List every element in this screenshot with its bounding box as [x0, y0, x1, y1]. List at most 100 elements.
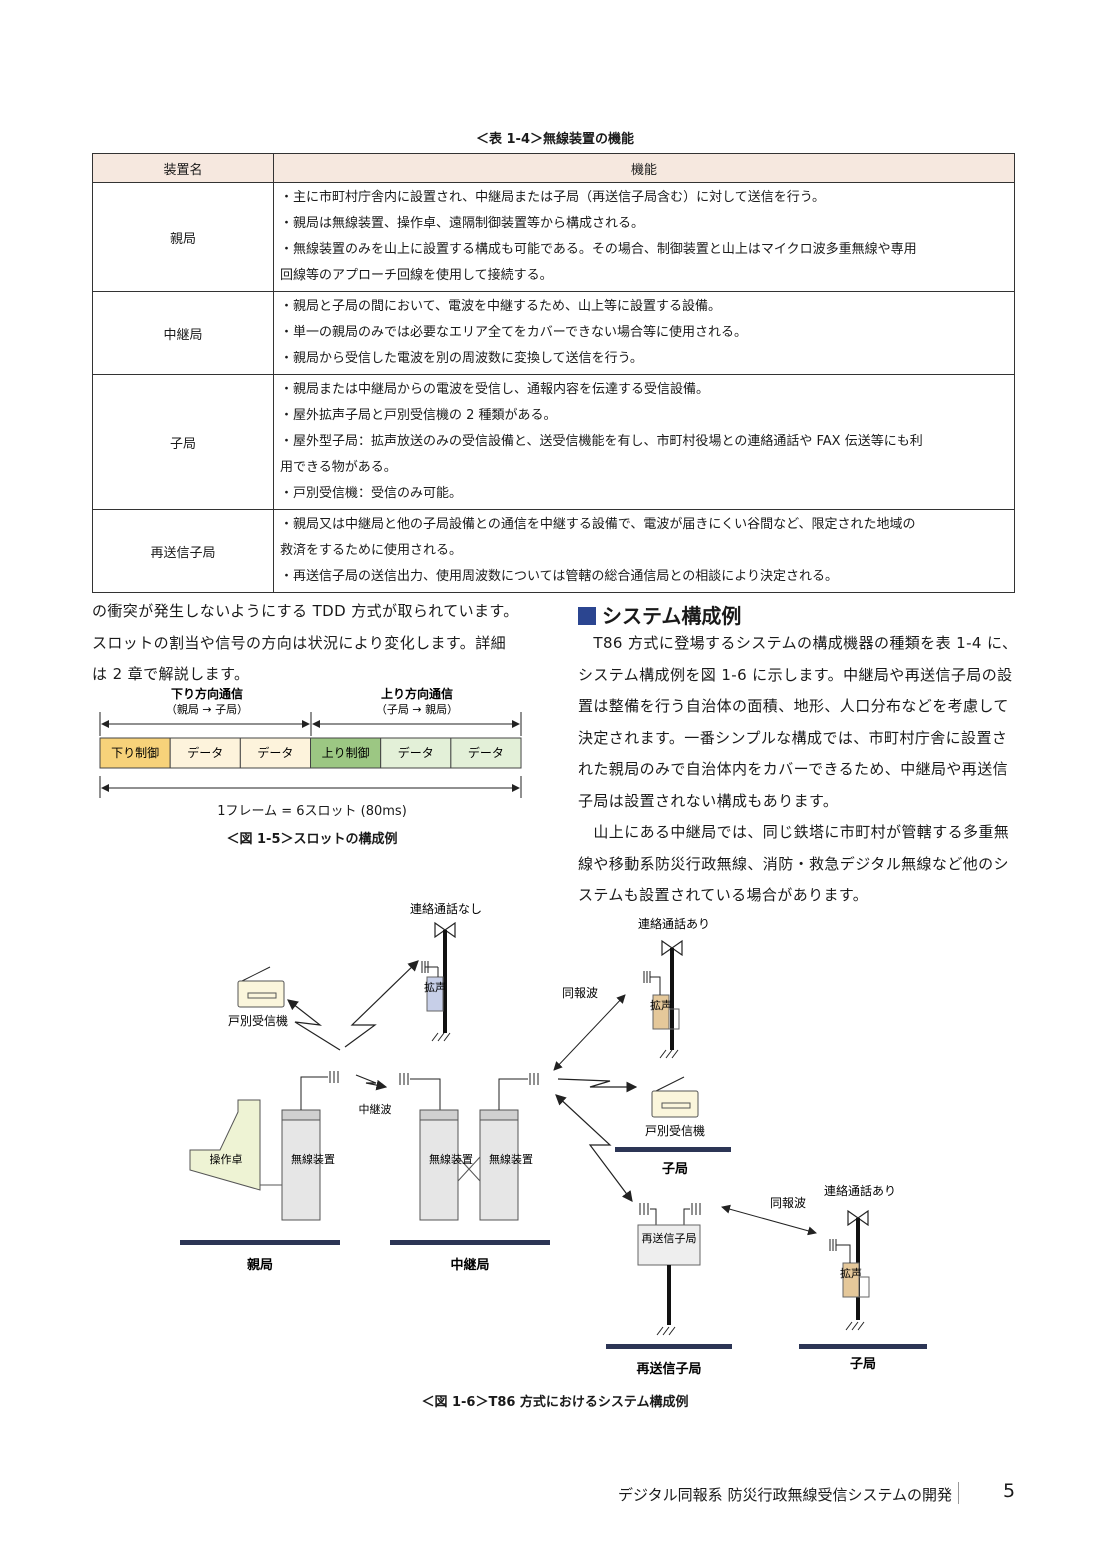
function-table: 装置名 機能 親局 ・主に市町村庁舎内に設置され、中継局または子局（再送信子局含… [92, 153, 1015, 593]
right-column-text: T86 方式に登場するシステムの構成機器の種類を表 1-4 に、システム構成例を… [578, 628, 1018, 912]
table-cell-desc: ・親局または中継局からの電波を受信し、通報内容を伝達する受信設備。 ・屋外拡声子… [273, 374, 1015, 510]
desc-line: ・親局または中継局からの電波を受信し、通報内容を伝達する受信設備。 [280, 382, 710, 397]
slot-cell [239, 737, 312, 769]
table-cell-name: 再送信子局 [92, 509, 274, 593]
slot-structure-figure: 下り方向通信 （親局 → 子局） 上り方向通信 （子局 → 親局） 下り制御 デー… [99, 686, 522, 798]
slot-cell [450, 737, 522, 769]
footer-title: デジタル同報系 防災行政無線受信システムの開発 [617, 1486, 952, 1504]
heading-text: システム構成例 [602, 604, 742, 628]
douhou-label-top: 同報波 [562, 986, 598, 1000]
slot-label: 下り制御 [111, 745, 159, 760]
chukei-wave-label: 中継波 [359, 1102, 392, 1116]
speaker-icon [847, 1209, 869, 1227]
desc-line: ・再送信子局の送信出力、使用周波数については管轄の総合通信局との相談により決定さ… [280, 569, 838, 584]
relay-speaker-tower: 連絡通話なし 拡声 [410, 901, 482, 1042]
text-line: スロットの割当や信号の方向は状況により変化します。詳細 [92, 633, 507, 652]
renraku-nashi-label: 連絡通話なし [410, 901, 482, 916]
text-line: は 2 章で解説します。 [92, 665, 250, 683]
slot-label: データ [398, 745, 434, 760]
page-number: 5 [1003, 1480, 1016, 1502]
desc-line: 用できる物がある。 [280, 460, 397, 475]
desc-line: ・親局と子局の間において、電波を中継するため、山上等に設置する設備。 [280, 299, 721, 314]
table-cell-name: 子局 [92, 374, 274, 510]
table-header-name: 装置名 [92, 153, 274, 183]
table-caption: ＜表 1-4＞無線装置の機能 [475, 132, 634, 147]
household-receiver-right: 戸別受信機 子局 [615, 1076, 731, 1177]
section-heading: システム構成例 [578, 600, 741, 629]
musen-label: 無線装置 [291, 1152, 335, 1166]
up-title: 上り方向通信 [381, 686, 453, 701]
slot-row: 下り制御 データ データ 上り制御 データ データ [99, 737, 522, 769]
left-column-text: の衝突が発生しないようにする TDD 方式が取られています。 スロットの割当や信… [92, 596, 537, 691]
table-cell-desc: ・主に市町村庁舎内に設置され、中継局または子局（再送信子局含む）に対して送信を行… [273, 182, 1015, 292]
child-station-bottom: 連絡通話あり 拡声 子局 [799, 1183, 927, 1372]
radio-icon [651, 1090, 699, 1118]
kokyoku-label-top: 子局 [662, 1162, 688, 1177]
slot-label: データ [187, 745, 223, 760]
household-receiver-left: 戸別受信機 [228, 966, 288, 1028]
loudspeaker-box [426, 976, 444, 1012]
saisoushin-box-label: 再送信子局 [642, 1231, 697, 1245]
table-cell-name: 中継局 [92, 291, 274, 375]
desc-line: 回線等のアプローチ回線を使用して接続する。 [280, 268, 553, 283]
desc-line: ・単一の親局のみでは必要なエリア全てをカバーできない場合等に使用される。 [280, 325, 747, 340]
renraku-ari-label: 連絡通話あり [638, 916, 710, 931]
musen-label-relay-a: 無線装置 [429, 1152, 473, 1166]
table-header-function: 機能 [273, 153, 1015, 183]
up-subtitle: （子局 → 親局） [376, 703, 458, 716]
speaker-icon [434, 921, 456, 939]
paragraph: 山上にある中継局では、同じ鉄塔に市町村が管轄する多重無線や移動系防災行政無線、消… [578, 823, 1010, 904]
radio-icon [237, 980, 285, 1008]
frame-label: 1フレーム = 6スロット (80ms) [217, 804, 407, 819]
slot-label: データ [257, 745, 293, 760]
slot-cell [169, 737, 241, 769]
down-subtitle: （親局 → 子局） [166, 703, 248, 716]
saisoushin-label: 再送信子局 [636, 1361, 701, 1377]
child-station-top: 連絡通話あり 拡声 [638, 916, 710, 1059]
kokyoku-label-bottom: 子局 [850, 1357, 876, 1372]
console-shape [189, 1099, 261, 1191]
desc-line: ・戸別受信機：受信のみ可能。 [280, 486, 463, 501]
desc-line: ・親局は無線装置、操作卓、遠隔制御装置等から構成される。 [280, 216, 645, 231]
retransmission-station: 再送信子局 再送信子局 [606, 1203, 732, 1377]
footer-divider [958, 1482, 959, 1504]
system-diagram: 連絡通話なし 拡声 戸別受信機 操作卓 無線装置 親局 中継波 [180, 901, 927, 1377]
chukeikyoku-label: 中継局 [450, 1257, 489, 1273]
slot-cell [380, 737, 452, 769]
desc-line: ・屋外型子局：拡声放送のみの受信設備と、送受信機能を有し、市町村役場との連絡通話… [280, 434, 923, 449]
table-row: 中継局 ・親局と子局の間において、電波を中継するため、山上等に設置する設備。 ・… [92, 291, 1015, 375]
fig16-caption: ＜図 1-6＞T86 方式におけるシステム構成例 [421, 1395, 689, 1410]
sousa-label: 操作卓 [210, 1152, 243, 1166]
paragraph: T86 方式に登場するシステムの構成機器の種類を表 1-4 に、システム構成例を… [578, 634, 1018, 810]
kakusei-label-top: 拡声 [650, 998, 672, 1012]
desc-line: ・親局又は中継局と他の子局設備との通信を中継する設備で、電波が届きにくい谷間など… [280, 517, 916, 532]
table-cell-name: 親局 [92, 182, 274, 292]
down-title: 下り方向通信 [171, 686, 243, 701]
table-cell-desc: ・親局又は中継局と他の子局設備との通信を中継する設備で、電波が届きにくい谷間など… [273, 509, 1015, 593]
relay-station: 無線装置 無線装置 中継局 [390, 1073, 550, 1273]
speaker-icon [661, 939, 683, 957]
kobetsu-label-right: 戸別受信機 [645, 1123, 705, 1138]
kobetsu-label-left: 戸別受信機 [228, 1013, 288, 1028]
table-cell-desc: ・親局と子局の間において、電波を中継するため、山上等に設置する設備。 ・単一の親… [273, 291, 1015, 375]
desc-line: 救済をするために使用される。 [280, 543, 463, 558]
table-row: 再送信子局 ・親局又は中継局と他の子局設備との通信を中継する設備で、電波が届きに… [92, 509, 1015, 593]
kakusei-label: 拡声 [424, 980, 446, 994]
slot-label: データ [468, 745, 504, 760]
desc-line: ・無線装置のみを山上に設置する構成も可能である。その場合、制御装置と山上はマイク… [280, 242, 917, 257]
text-line: の衝突が発生しないようにする TDD 方式が取られています。 [92, 602, 519, 620]
table-row: 親局 ・主に市町村庁舎内に設置され、中継局または子局（再送信子局含む）に対して送… [92, 182, 1015, 292]
table-row: 子局 ・親局または中継局からの電波を受信し、通報内容を伝達する受信設備。 ・屋外… [92, 374, 1015, 510]
oyakyoku-label: 親局 [247, 1257, 273, 1273]
musen-label-relay-b: 無線装置 [489, 1152, 533, 1166]
renraku-ari-label-bottom: 連絡通話あり [824, 1183, 896, 1198]
parent-station: 操作卓 無線装置 親局 [180, 1071, 340, 1273]
desc-line: ・主に市町村庁舎内に設置され、中継局または子局（再送信子局含む）に対して送信を行… [280, 190, 825, 205]
heading-square-icon [578, 607, 596, 625]
douhou-label-bottom: 同報波 [770, 1196, 806, 1210]
desc-line: ・親局から受信した電波を別の周波数に変換して送信を行う。 [280, 351, 643, 366]
fig15-caption: ＜図 1-5＞スロットの構成例 [226, 832, 398, 847]
desc-line: ・屋外拡声子局と戸別受信機の 2 種類がある。 [280, 408, 557, 423]
kakusei-label-bottom: 拡声 [840, 1266, 862, 1280]
slot-label: 上り制御 [322, 745, 370, 760]
